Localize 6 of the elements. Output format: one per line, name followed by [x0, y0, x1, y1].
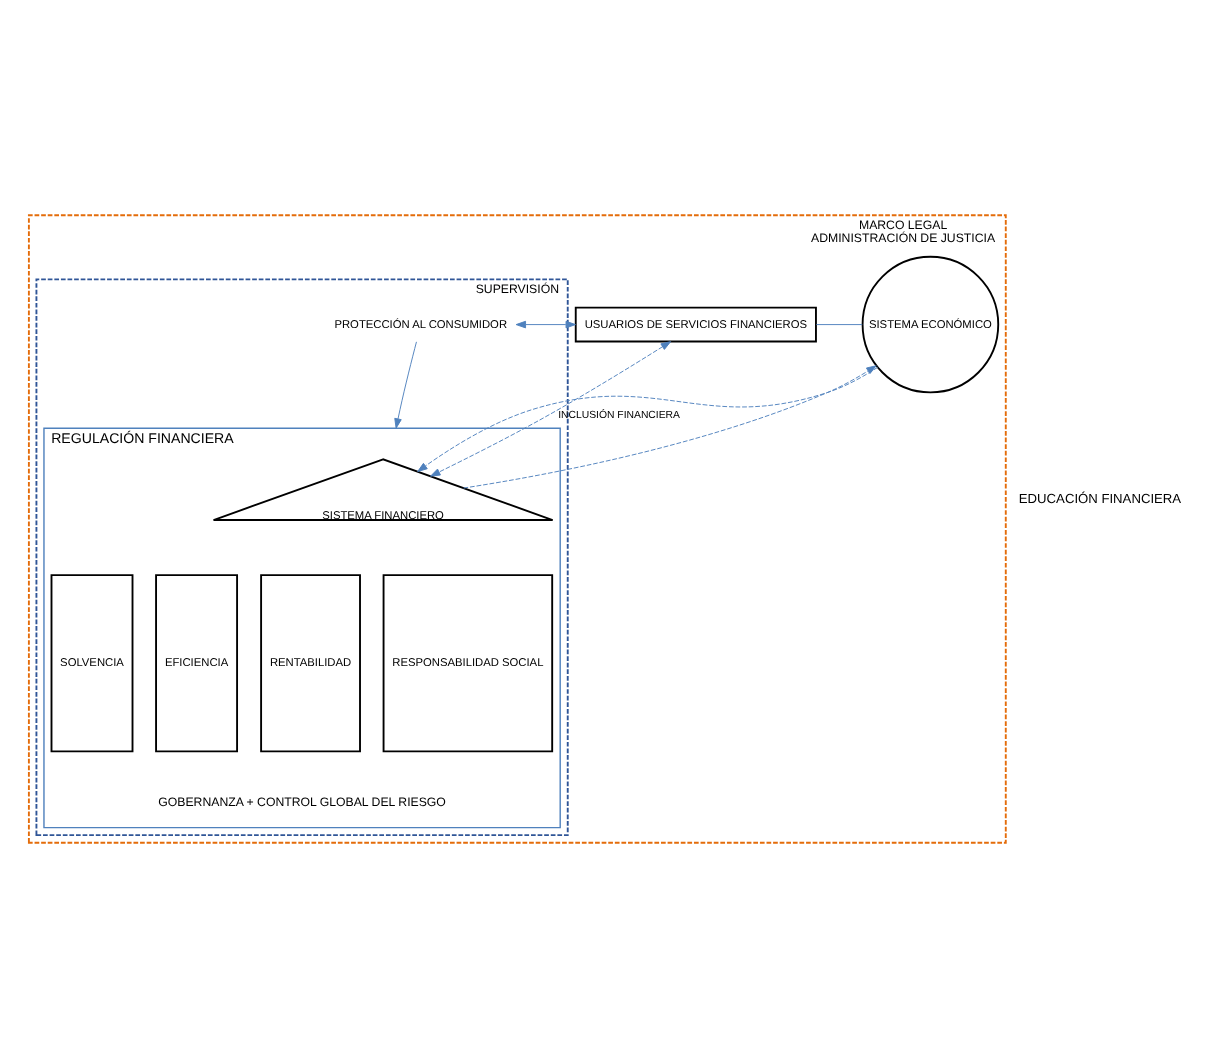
- arrow: [463, 364, 877, 488]
- arrow: [515, 319, 576, 328]
- arrow: [417, 365, 879, 471]
- arrow: [394, 340, 417, 428]
- connector: [815, 323, 863, 325]
- arrow: [430, 340, 672, 476]
